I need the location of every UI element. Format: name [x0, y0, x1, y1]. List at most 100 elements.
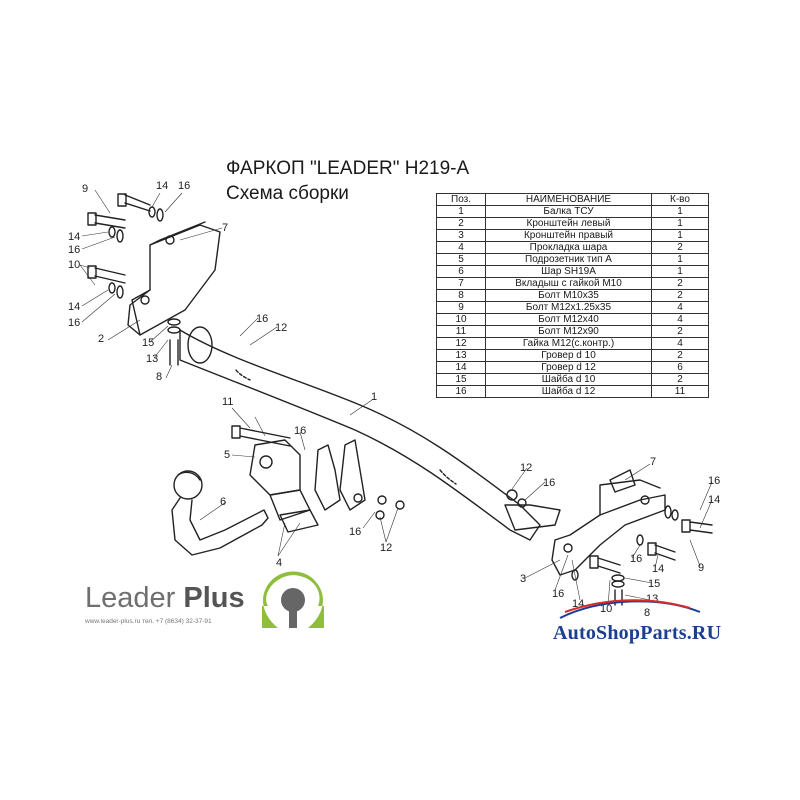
table-cell: Подрозетник тип А — [485, 253, 652, 266]
table-cell: 6 — [436, 265, 486, 278]
callout-6: 6 — [220, 496, 226, 508]
table-cell: 1 — [651, 253, 709, 266]
table-cell: Болт М10х35 — [485, 289, 652, 302]
brand-name-regular: Leader — [85, 582, 176, 614]
table-cell: Шар SH19A — [485, 265, 652, 278]
callout-16-right-lower: 16 — [552, 588, 564, 600]
callout-16-ball: 16 — [294, 425, 306, 437]
table-cell: 16 — [436, 385, 486, 398]
column-header: НАИМЕНОВАНИЕ — [485, 193, 652, 206]
table-cell: 1 — [651, 229, 709, 242]
callout-10-left: 10 — [68, 259, 80, 271]
callout-8-left: 8 — [156, 371, 162, 383]
table-cell: 4 — [651, 337, 709, 350]
callout-10-right: 10 — [600, 603, 612, 615]
tow-ball-omega-logo-icon — [262, 571, 324, 628]
table-cell: Прокладка шара — [485, 241, 652, 254]
callout-12-beam: 12 — [275, 322, 287, 334]
table-cell: 12 — [436, 337, 486, 350]
table-cell: Болт М12х90 — [485, 325, 652, 338]
table-cell: 2 — [436, 217, 486, 230]
table-cell: 11 — [436, 325, 486, 338]
column-header: Поз. — [436, 193, 486, 206]
table-cell: 14 — [436, 361, 486, 374]
callout-9-right: 9 — [698, 562, 704, 574]
callout-14-left-top: 14 — [156, 180, 168, 192]
watermark-swoosh-icon — [559, 599, 701, 619]
callout-16-center: 16 — [349, 526, 361, 538]
callout-4: 4 — [276, 557, 282, 569]
callout-16-left-top: 16 — [178, 180, 190, 192]
table-cell: 7 — [436, 277, 486, 290]
ball-mount-part — [171, 470, 269, 556]
table-cell: Кронштейн левый — [485, 217, 652, 230]
table-cell: 1 — [436, 205, 486, 218]
callout-13-right: 13 — [646, 593, 658, 605]
callout-14-right-mid: 14 — [652, 563, 664, 575]
callout-labels: 9 14 16 7 14 16 10 14 16 2 15 13 8 16 12… — [68, 180, 720, 619]
callout-16-right-upper: 16 — [708, 475, 720, 487]
callout-16-right-mid: 16 — [630, 553, 642, 565]
watermark-text: AutoShopParts.RU — [553, 622, 722, 644]
table-cell: Балка ТСУ — [485, 205, 652, 218]
table-cell: 2 — [651, 277, 709, 290]
table-header-row: Поз. НАИМЕНОВАНИЕ К-во — [436, 193, 709, 206]
table-cell: 6 — [651, 361, 709, 374]
table-cell: 2 — [651, 349, 709, 362]
table-cell: 11 — [651, 385, 709, 398]
table-cell: Вкладыш с гайкой М10 — [485, 277, 652, 290]
callout-11: 11 — [222, 396, 233, 408]
table-cell: 10 — [436, 313, 486, 326]
table-cell: 4 — [651, 301, 709, 314]
left-fasteners — [87, 193, 181, 366]
table-cell: 1 — [651, 205, 709, 218]
callout-15-right: 15 — [648, 578, 660, 590]
page-title: ФАРКОП "LEADER" H219-A — [226, 158, 470, 179]
callout-16-left-bottom: 16 — [68, 317, 80, 329]
table-cell: 4 — [436, 241, 486, 254]
left-bracket-part — [127, 221, 221, 336]
table-cell: 8 — [436, 289, 486, 302]
brand-name-bold: Plus — [183, 582, 245, 614]
callout-9-left: 9 — [82, 183, 88, 195]
table-cell: Болт М12х1.25х35 — [485, 301, 652, 314]
column-header: К-во — [651, 193, 709, 206]
callout-14-left-mid: 14 — [68, 231, 80, 243]
callout-12-center: 12 — [380, 542, 392, 554]
callout-1: 1 — [371, 391, 377, 403]
brand-name: Leader Plus — [85, 582, 245, 615]
right-bracket-part — [551, 469, 666, 576]
table-cell: Гровер d 10 — [485, 349, 652, 362]
table-cell: 1 — [651, 265, 709, 278]
callout-15-left: 15 — [142, 337, 154, 349]
callout-13-left: 13 — [146, 353, 158, 365]
table-cell: Кронштейн правый — [485, 229, 652, 242]
table-cell: 3 — [436, 229, 486, 242]
brand-contact: www.leader-plus.ru тел. +7 (8634) 32-37-… — [85, 618, 212, 625]
callout-12-right: 12 — [520, 462, 532, 474]
table-cell: 5 — [436, 253, 486, 266]
table-cell: 2 — [651, 325, 709, 338]
table-cell: 2 — [651, 241, 709, 254]
table-cell: 9 — [436, 301, 486, 314]
table-cell: 15 — [436, 373, 486, 386]
table-cell: 13 — [436, 349, 486, 362]
callout-2: 2 — [98, 333, 104, 345]
